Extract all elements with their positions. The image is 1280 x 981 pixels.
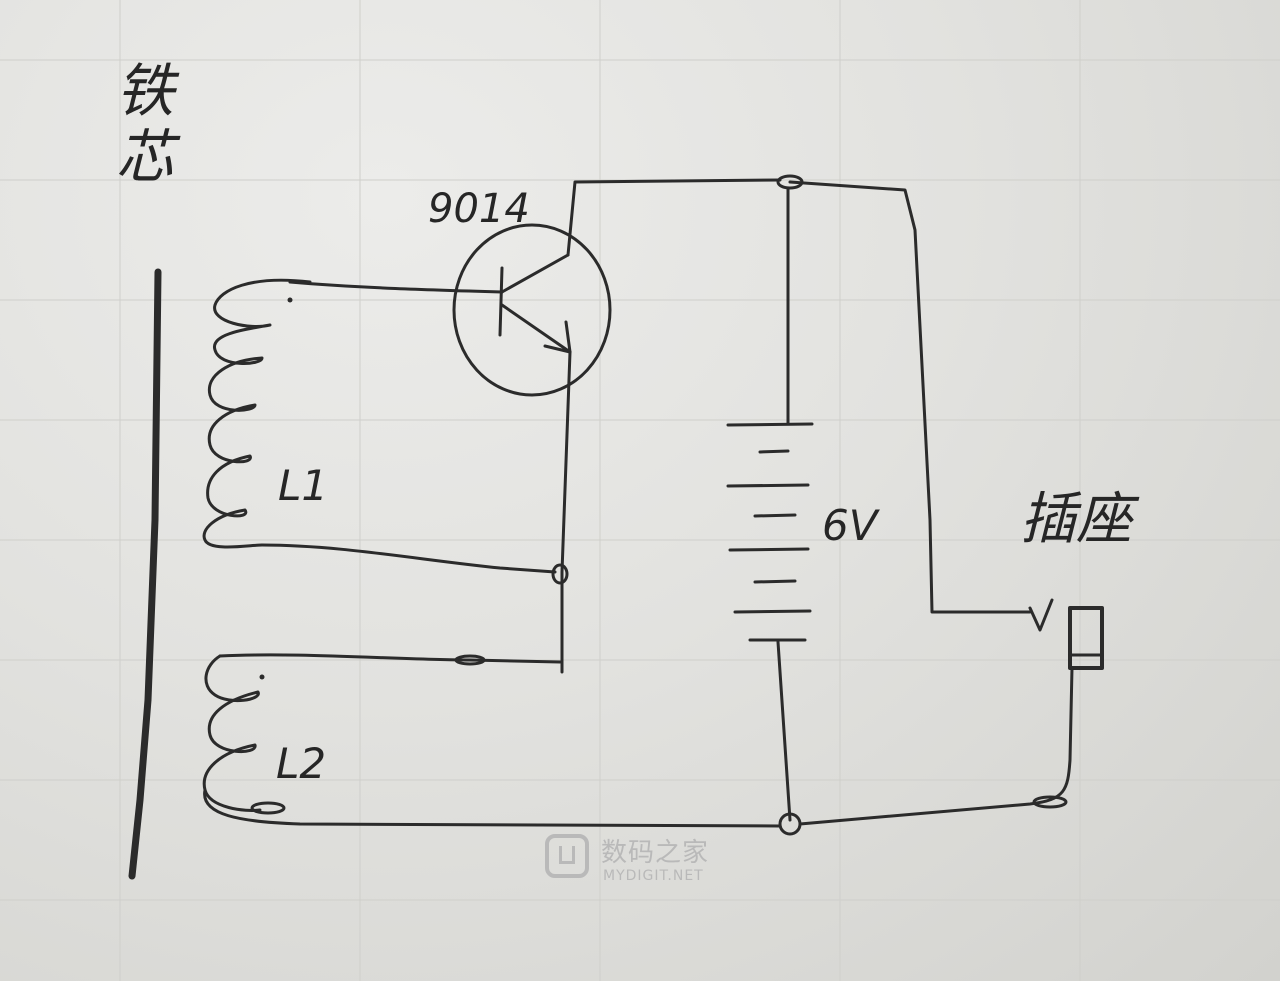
coil-l2 (202, 654, 265, 812)
battery (726, 422, 814, 642)
junction-nodes (250, 174, 1068, 836)
watermark-site-en: MYDIGIT.NET (603, 868, 704, 884)
socket (1028, 598, 1104, 670)
coil-l2-label: L2 (276, 739, 326, 788)
coil-l1 (202, 278, 312, 549)
house-logo-icon (545, 834, 589, 878)
wires (203, 178, 1074, 828)
transistor-9014 (452, 223, 612, 397)
watermark-site-cn: 数码之家 (601, 838, 710, 868)
iron-core-bar (128, 268, 162, 880)
battery-voltage-label: 6V (822, 501, 881, 550)
transistor-label: 9014 (428, 186, 530, 232)
iron-core-label: 铁芯 (106, 60, 174, 192)
site-watermark: 数码之家 MYDIGIT.NET (545, 830, 745, 890)
socket-label: 插座 (1020, 487, 1140, 552)
coil-l1-label: L1 (278, 461, 328, 510)
